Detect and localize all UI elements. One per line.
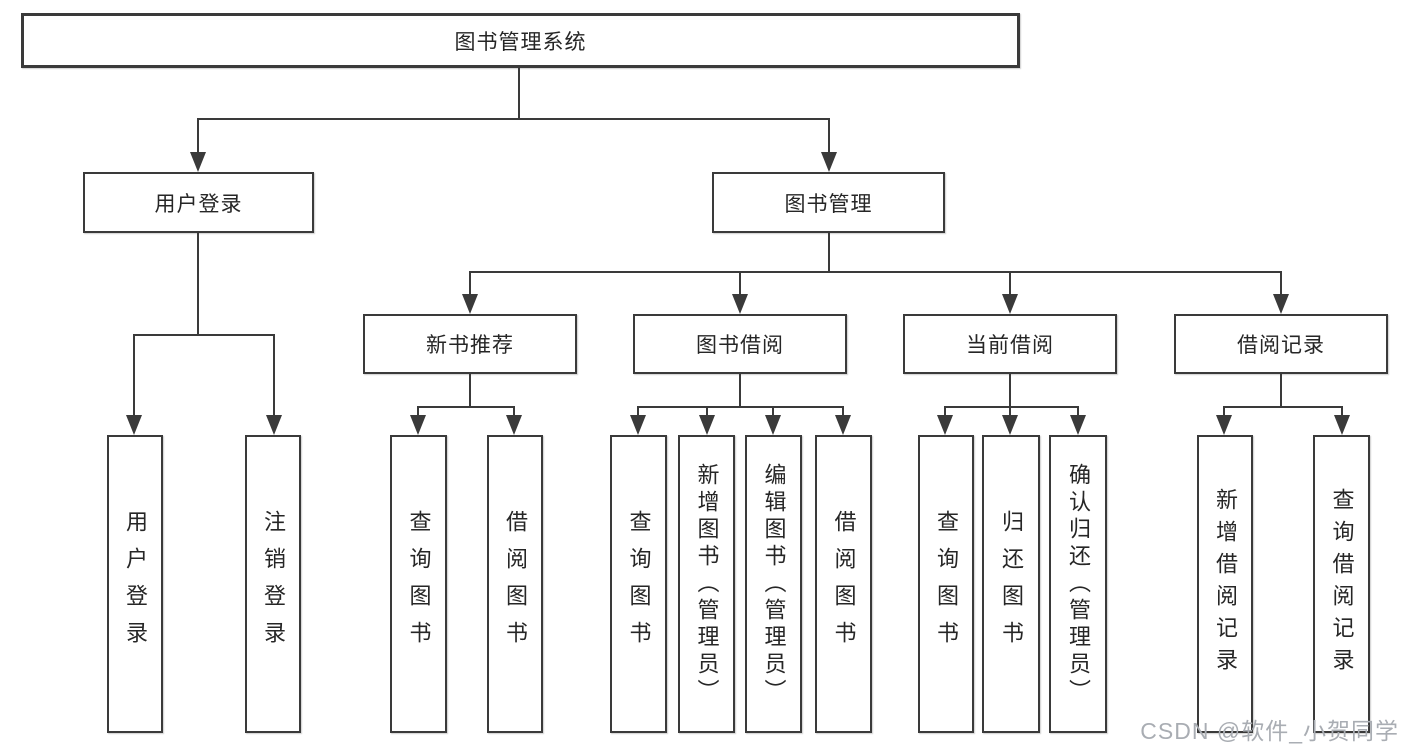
leaf-return-book: 归还图书 xyxy=(982,435,1040,733)
arrow-down-icon xyxy=(266,415,282,435)
arrow-down-icon xyxy=(410,415,426,435)
leaf-borrow-book: 借阅图书 xyxy=(815,435,872,733)
node-label: 查询图书 xyxy=(934,510,959,658)
connector-line xyxy=(637,406,639,417)
connector-line xyxy=(1223,406,1225,417)
connector-line xyxy=(1009,271,1011,294)
arrow-down-icon xyxy=(699,415,715,435)
arrow-down-icon xyxy=(1216,415,1232,435)
node-current-borrow: 当前借阅 xyxy=(903,314,1117,374)
arrow-down-icon xyxy=(1002,294,1018,314)
node-label: 新书推荐 xyxy=(426,334,514,357)
connector-line xyxy=(944,406,1079,408)
connector-line xyxy=(637,406,844,408)
connector-line xyxy=(772,406,774,417)
arrow-down-icon xyxy=(1002,415,1018,435)
arrow-down-icon xyxy=(1070,415,1086,435)
node-label: 图书管理系统 xyxy=(454,30,587,54)
arrow-down-icon xyxy=(765,415,781,435)
leaf-query-borrow-record: 查询借阅记录 xyxy=(1313,435,1370,733)
leaf-current-query-book: 查询图书 xyxy=(918,435,974,733)
arrow-down-icon xyxy=(190,152,206,172)
connector-line xyxy=(1280,271,1282,294)
connector-line xyxy=(417,406,515,408)
connector-line xyxy=(706,406,708,417)
node-label: 新增借阅记录 xyxy=(1213,488,1238,680)
arrow-down-icon xyxy=(630,415,646,435)
connector-line xyxy=(842,406,844,417)
connector-line xyxy=(469,271,471,294)
connector-line xyxy=(828,233,830,273)
connector-line xyxy=(417,406,419,417)
connector-line xyxy=(739,271,741,294)
connector-line xyxy=(1280,374,1282,408)
node-label: 用户登录 xyxy=(123,510,148,658)
node-label: 归还图书 xyxy=(999,510,1024,658)
arrow-down-icon xyxy=(506,415,522,435)
node-label: 查询借阅记录 xyxy=(1329,488,1355,680)
connector-line xyxy=(1341,406,1343,417)
arrow-down-icon xyxy=(1273,294,1289,314)
csdn-watermark: CSDN @软件_小贺同学 xyxy=(1140,718,1399,744)
node-label: 注销登录 xyxy=(261,510,286,658)
leaf-borrow-query-book: 查询图书 xyxy=(610,435,667,733)
node-book-borrow: 图书借阅 xyxy=(633,314,847,374)
node-label: 查询图书 xyxy=(406,510,432,658)
node-label: 编辑图书（管理员） xyxy=(761,462,787,706)
leaf-add-borrow-record: 新增借阅记录 xyxy=(1197,435,1253,733)
node-library-system: 图书管理系统 xyxy=(21,13,1020,68)
leaf-add-book-admin: 新增图书（管理员） xyxy=(678,435,735,733)
connector-line xyxy=(197,118,199,152)
connector-line xyxy=(197,118,830,120)
leaf-recommend-borrow-book: 借阅图书 xyxy=(487,435,543,733)
connector-line xyxy=(1009,406,1011,417)
node-label: 借阅图书 xyxy=(503,510,528,658)
arrow-down-icon xyxy=(1334,415,1350,435)
leaf-confirm-return-admin: 确认归还（管理员） xyxy=(1049,435,1107,733)
arrow-down-icon xyxy=(462,294,478,314)
connector-line xyxy=(739,374,741,408)
node-label: 确认归还（管理员） xyxy=(1066,462,1091,706)
arrow-down-icon xyxy=(732,294,748,314)
connector-line xyxy=(1223,406,1343,408)
connector-line xyxy=(133,334,275,336)
connector-line xyxy=(197,233,199,336)
node-label: 新增图书（管理员） xyxy=(694,462,720,706)
leaf-logout: 注销登录 xyxy=(245,435,301,733)
connector-line xyxy=(133,334,135,415)
connector-line xyxy=(828,118,830,152)
node-label: 图书管理 xyxy=(784,192,873,216)
connector-line xyxy=(513,406,515,417)
arrow-down-icon xyxy=(821,152,837,172)
node-label: 图书借阅 xyxy=(696,334,784,357)
arrow-down-icon xyxy=(937,415,953,435)
connector-line xyxy=(273,334,275,415)
leaf-recommend-query-book: 查询图书 xyxy=(390,435,447,733)
node-label: 查询图书 xyxy=(626,510,652,658)
node-user-login: 用户登录 xyxy=(83,172,314,233)
node-new-book-recommend: 新书推荐 xyxy=(363,314,577,374)
leaf-edit-book-admin: 编辑图书（管理员） xyxy=(745,435,802,733)
connector-line xyxy=(469,374,471,408)
arrow-down-icon xyxy=(835,415,851,435)
node-label: 借阅图书 xyxy=(831,510,857,658)
arrow-down-icon xyxy=(126,415,142,435)
node-label: 用户登录 xyxy=(154,192,243,216)
node-label: 当前借阅 xyxy=(966,334,1054,357)
node-book-management: 图书管理 xyxy=(712,172,945,233)
connector-line xyxy=(1009,374,1011,408)
node-borrow-record: 借阅记录 xyxy=(1174,314,1388,374)
leaf-user-login: 用户登录 xyxy=(107,435,163,733)
connector-line xyxy=(518,66,520,118)
connector-line xyxy=(1077,406,1079,417)
connector-line xyxy=(944,406,946,417)
connector-line xyxy=(469,271,1282,273)
node-label: 借阅记录 xyxy=(1237,334,1325,357)
